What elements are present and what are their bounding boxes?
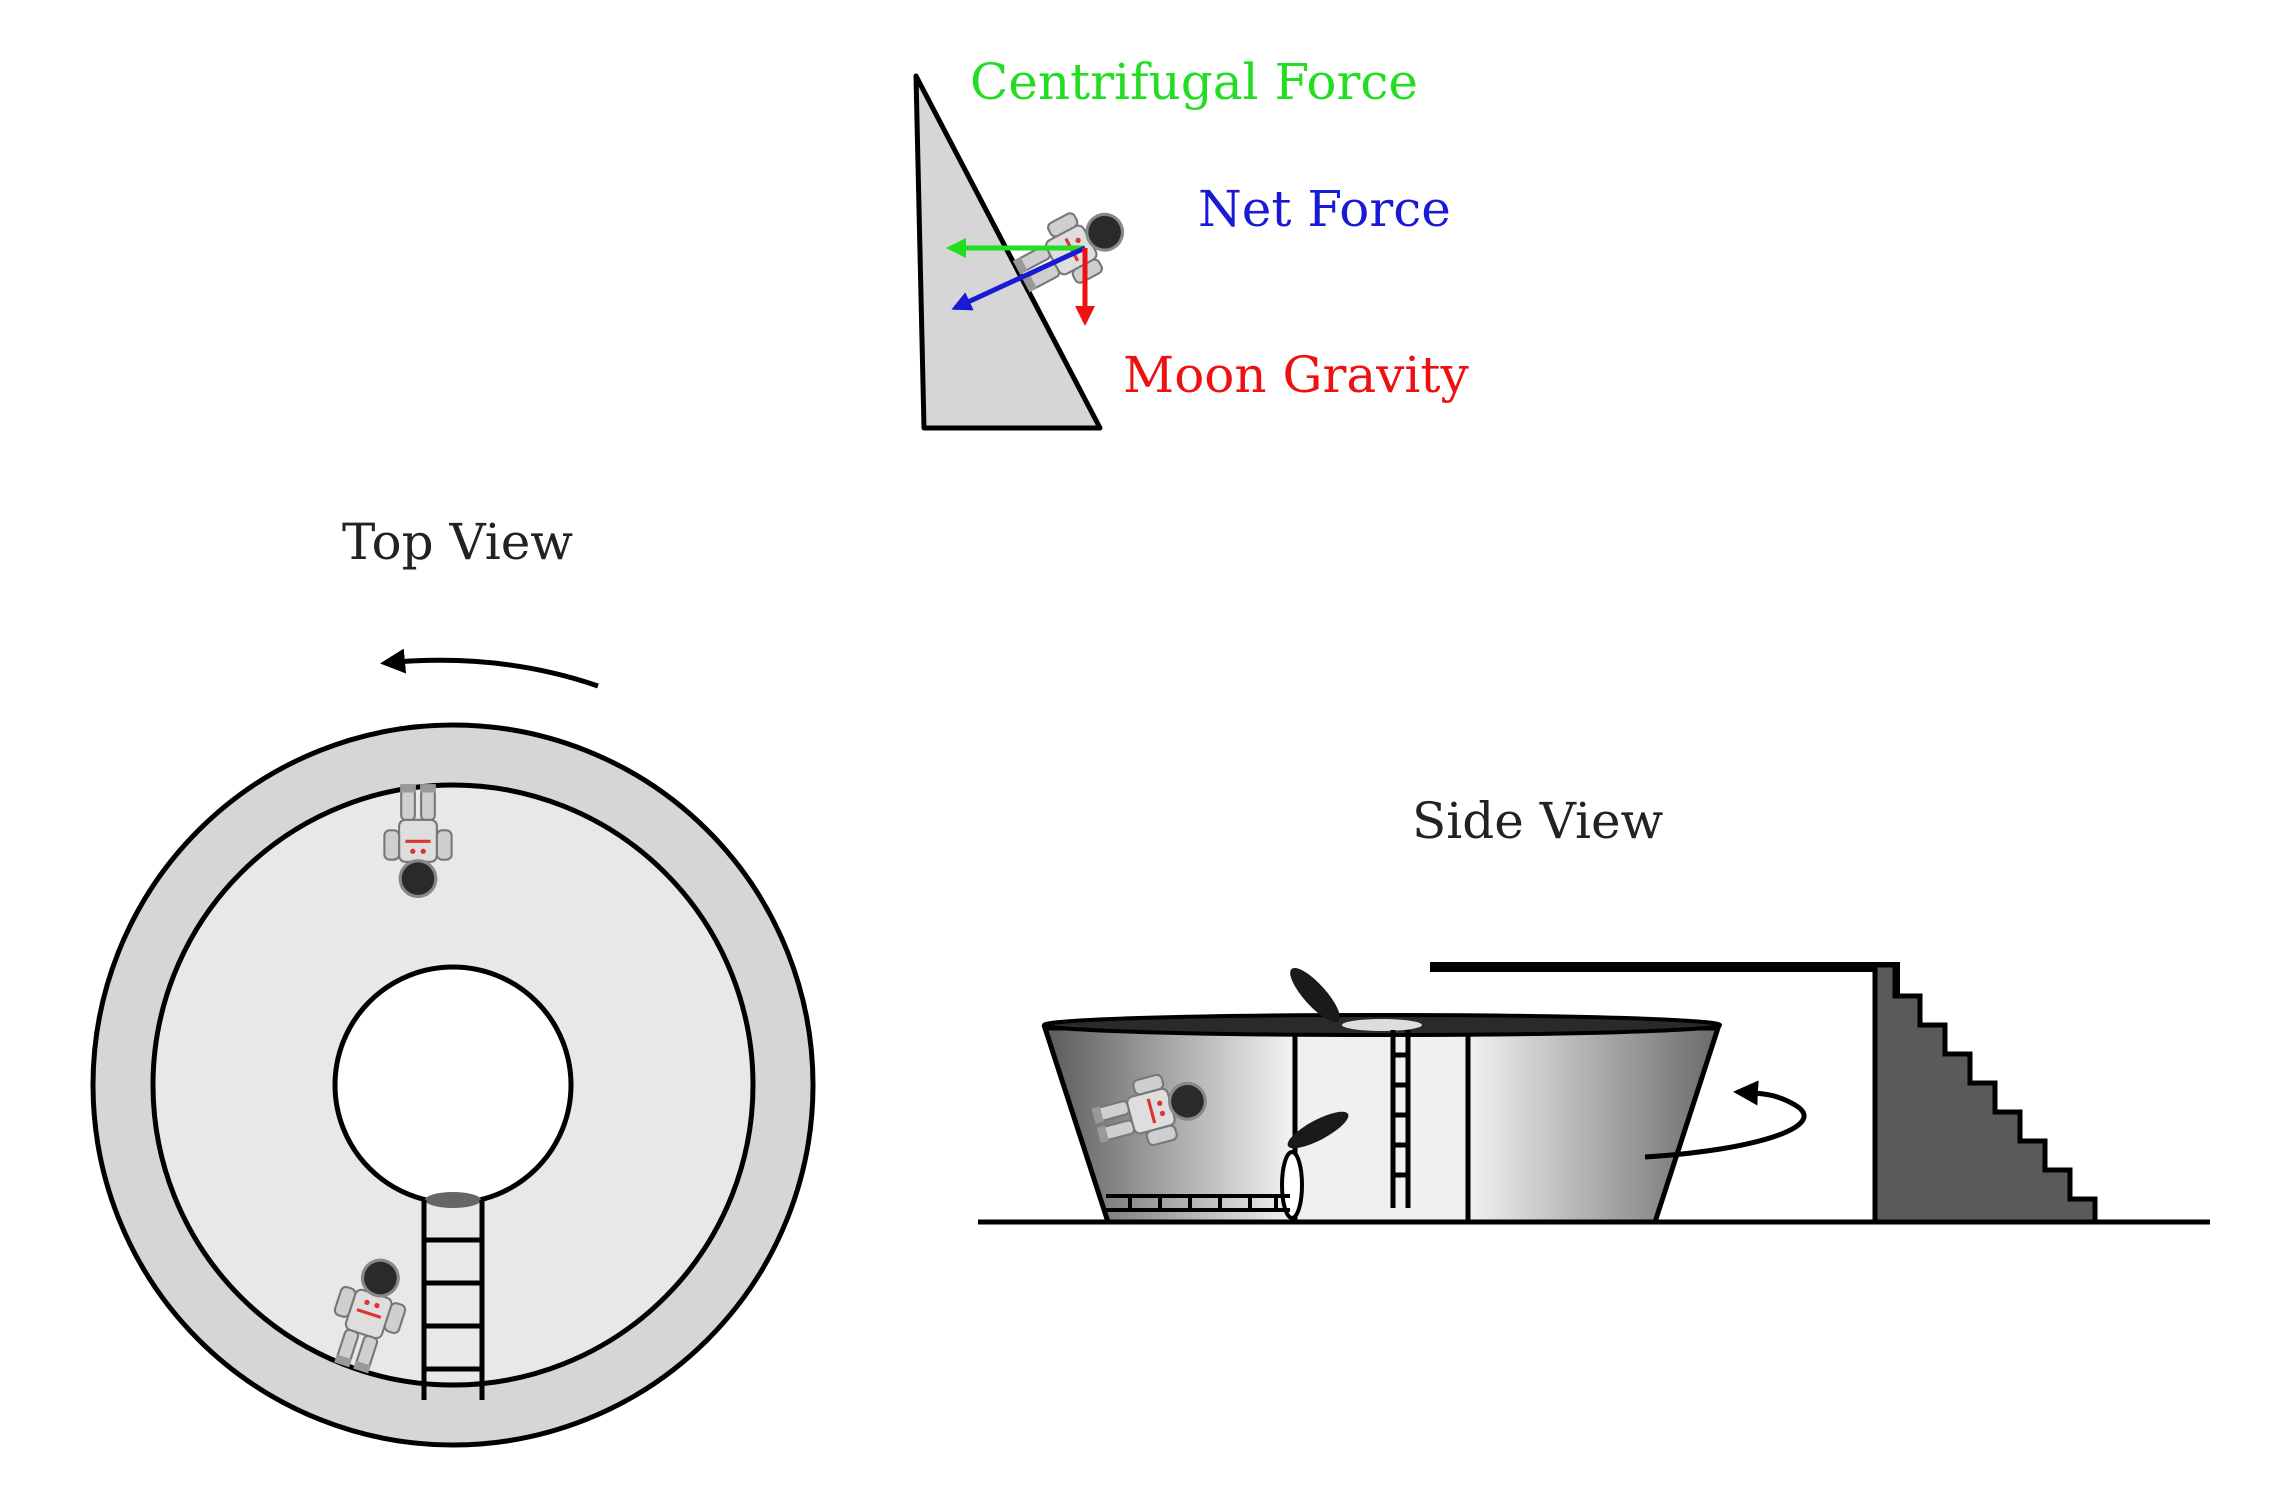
wall-cross-section — [913, 73, 1103, 431]
bowl-right-wall — [1465, 1025, 1722, 1225]
upper-hatch — [1290, 967, 1340, 1023]
top-view: Top View — [90, 513, 816, 1448]
force-diagram: Centrifugal Force Net Force Moon Gravity — [913, 53, 1469, 431]
floor-rail — [1106, 1194, 1290, 1212]
shaft-opening — [1342, 1019, 1422, 1031]
ladder-icon — [1390, 1030, 1411, 1208]
rotation-arrow-icon — [1644, 1080, 1807, 1160]
side-view-title: Side View — [1412, 792, 1664, 850]
moon-gravity-label: Moon Gravity — [1123, 346, 1469, 404]
stairs — [1872, 962, 2098, 1225]
lower-hatch — [1287, 1111, 1349, 1149]
central-shaft — [332, 964, 574, 1206]
side-view: Side View — [978, 792, 2210, 1225]
ladder-icon — [421, 1192, 485, 1400]
rotation-arrow-icon — [380, 648, 599, 689]
centrifugal-force-label: Centrifugal Force — [970, 53, 1418, 111]
top-view-title: Top View — [342, 513, 573, 571]
net-force-label: Net Force — [1198, 180, 1451, 238]
hatch-door-open — [1280, 1150, 1304, 1220]
net-force-arrow — [951, 245, 1087, 311]
